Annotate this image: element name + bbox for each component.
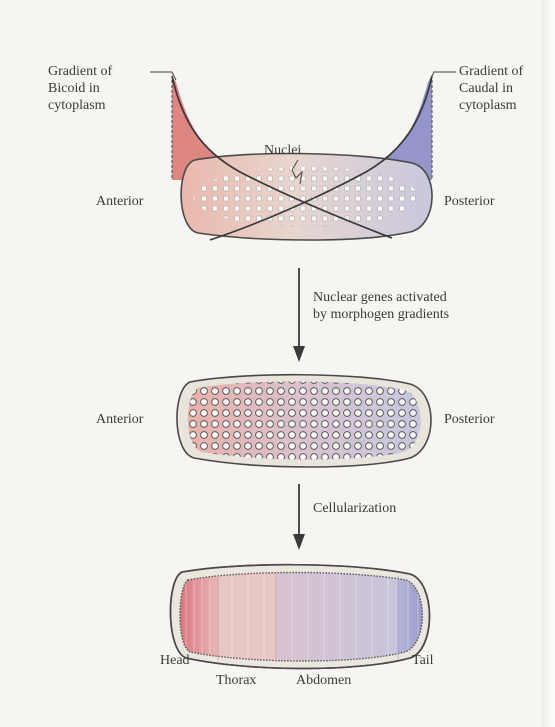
tail-label: Tail [412, 652, 434, 669]
stage2-group [177, 375, 431, 467]
abdomen-label: Abdomen [296, 672, 351, 689]
thorax-label: Thorax [216, 672, 256, 689]
caudal-label-leader [430, 72, 456, 80]
caudal-label: Gradient of Caudal in cytoplasm [459, 63, 523, 114]
bicoid-label-line-3: cytoplasm [48, 97, 112, 114]
stage1-anterior-label: Anterior [96, 193, 143, 210]
arrow1-label-line-1: Nuclear genes activated [313, 289, 449, 306]
arrow1-label-line-2: by morphogen gradients [313, 306, 449, 323]
bicoid-label-line-1: Gradient of [48, 63, 112, 80]
caudal-label-line-1: Gradient of [459, 63, 523, 80]
stage2-posterior-label: Posterior [444, 411, 495, 428]
arrow-2 [293, 484, 305, 550]
arrow-1 [293, 268, 305, 362]
stage3-group [170, 565, 430, 669]
head-label: Head [160, 652, 190, 669]
stage2-anterior-label: Anterior [96, 411, 143, 428]
arrow2-label: Cellularization [313, 500, 396, 517]
thorax-segment [218, 570, 276, 665]
abdomen-segment [276, 570, 398, 665]
nuclei-label: Nuclei [264, 142, 301, 159]
bicoid-label-line-2: Bicoid in [48, 80, 112, 97]
bicoid-label: Gradient of Bicoid in cytoplasm [48, 63, 112, 114]
caudal-label-line-3: cytoplasm [459, 97, 523, 114]
nuclei-field [194, 167, 418, 227]
stage1-group [150, 72, 456, 240]
caudal-label-line-2: Caudal in [459, 80, 523, 97]
nuclei-rows [188, 381, 421, 459]
stage1-posterior-label: Posterior [444, 193, 495, 210]
arrow1-label: Nuclear genes activated by morphogen gra… [313, 289, 449, 323]
